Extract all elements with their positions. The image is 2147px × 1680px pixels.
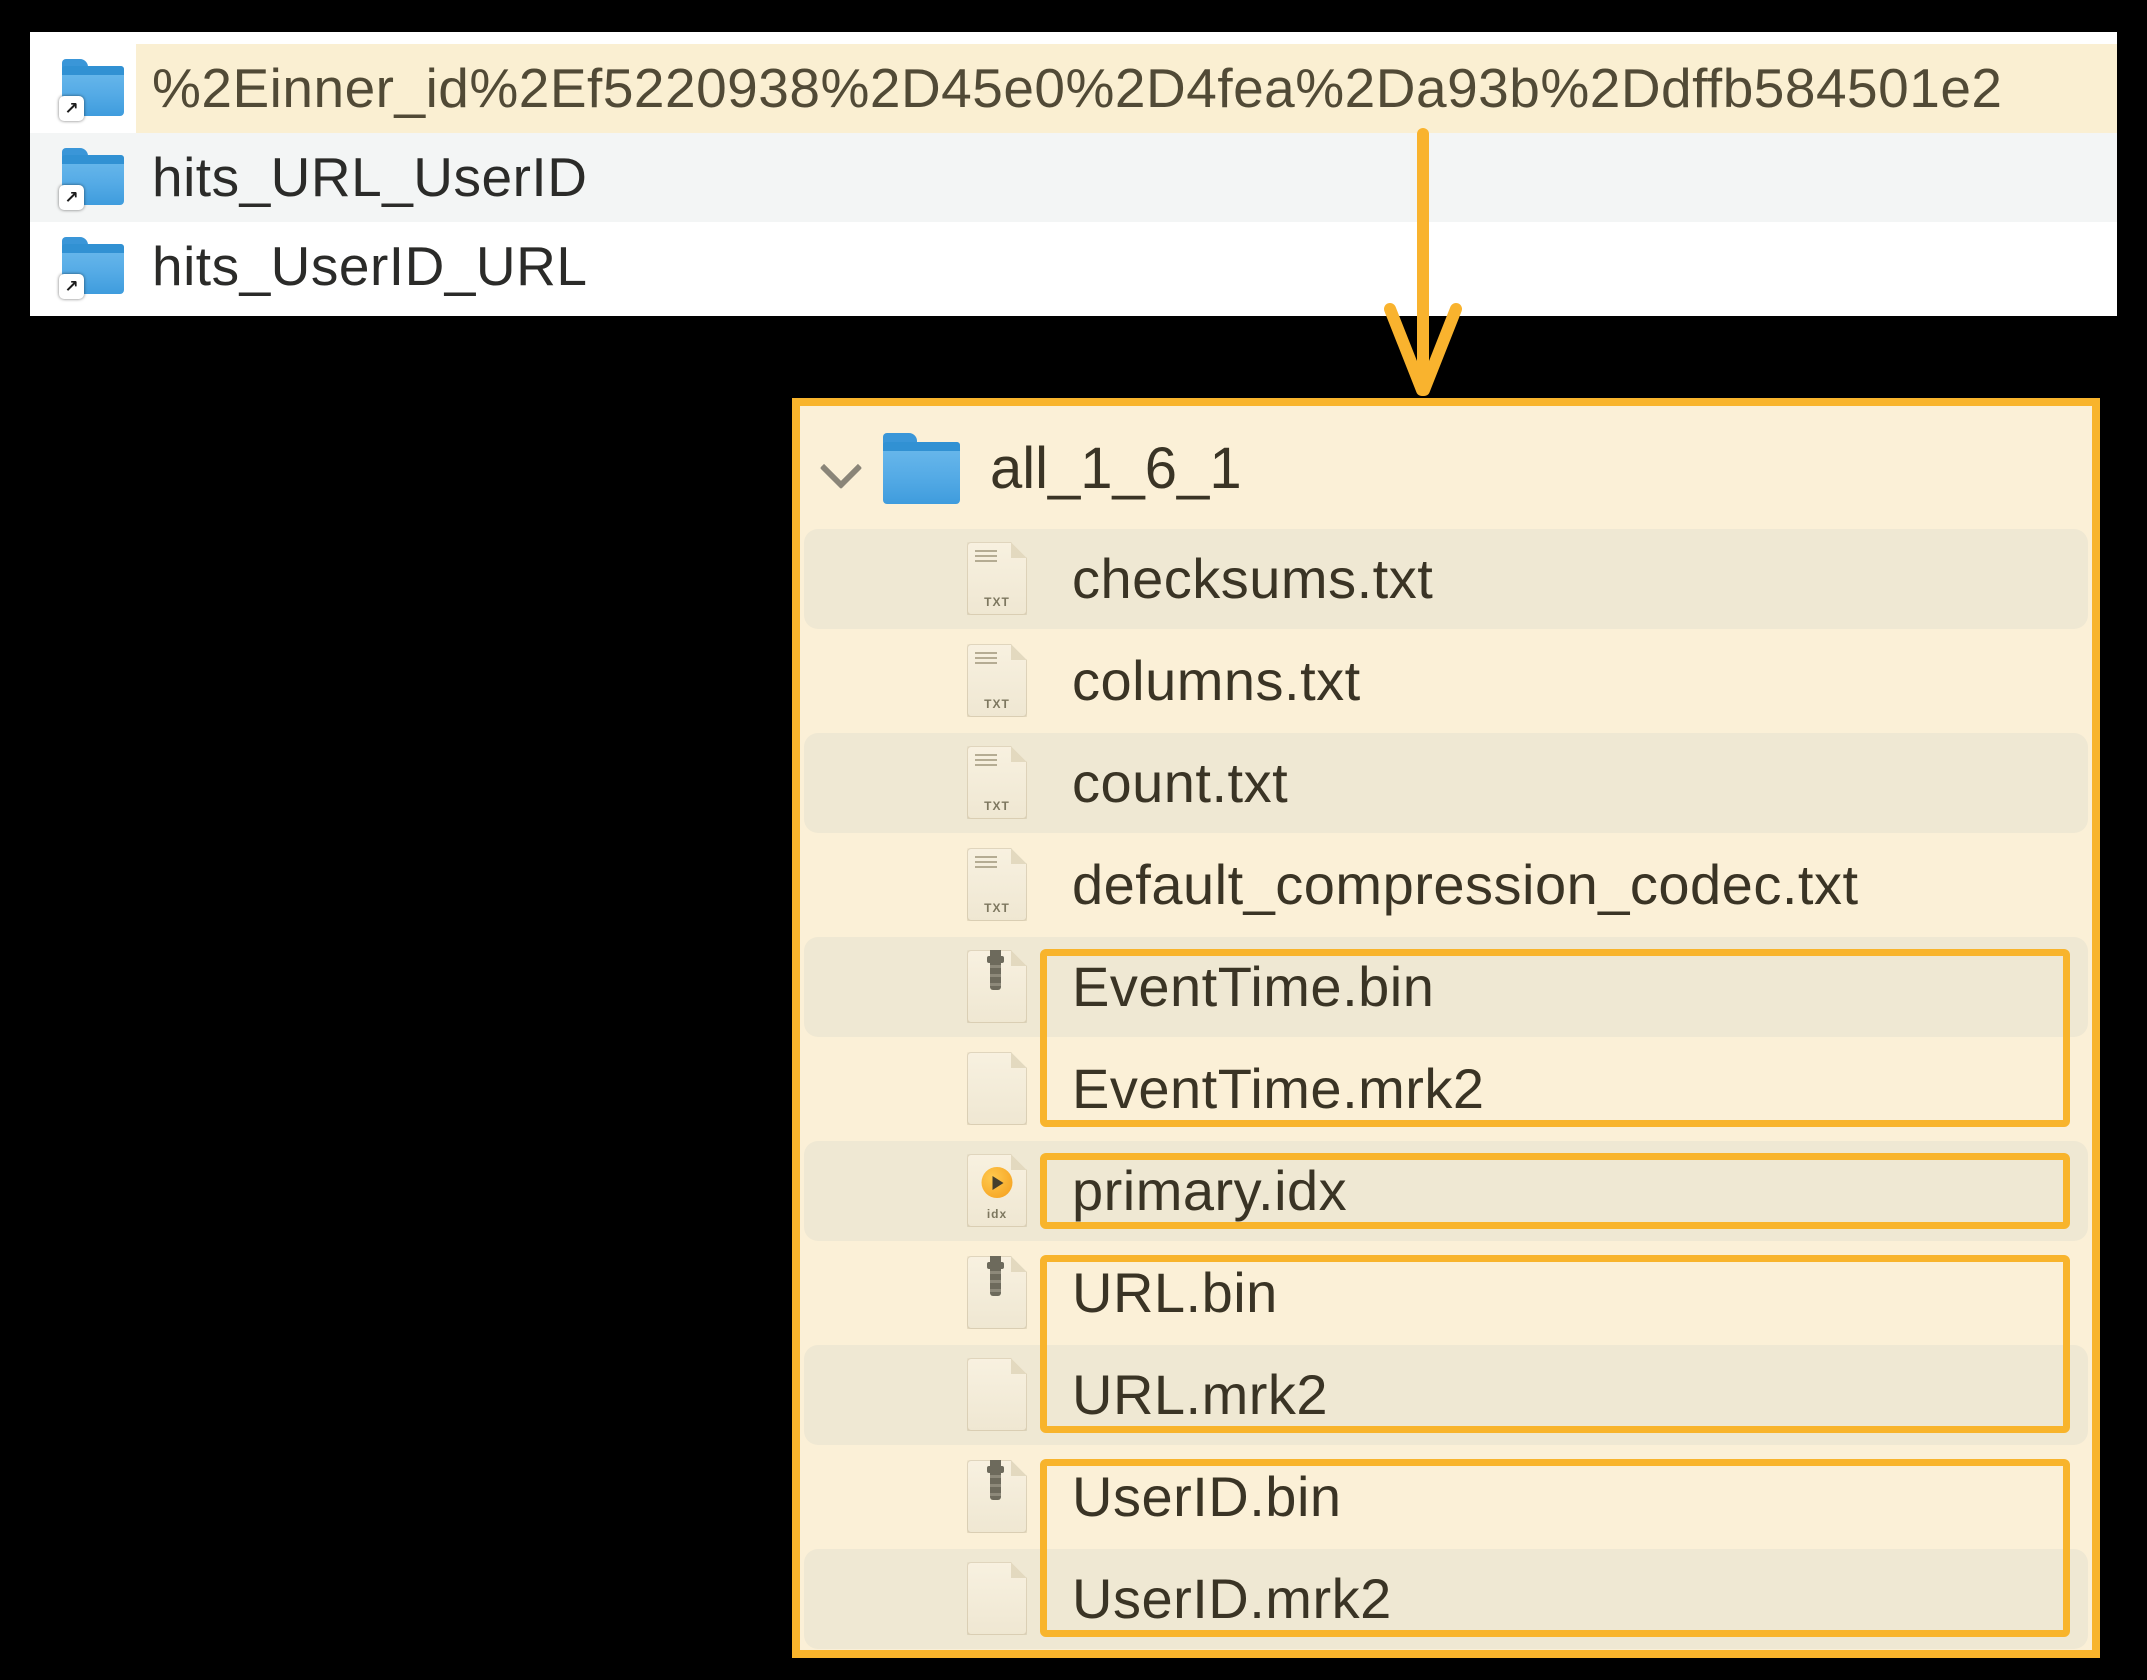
folder-icon — [59, 59, 124, 121]
file-name-label: EventTime.mrk2 — [1072, 1057, 1485, 1120]
text-lines-glyph — [975, 754, 997, 769]
alias-arrow-icon — [59, 96, 84, 121]
annotation-highlight-box — [1040, 1153, 2070, 1229]
finder-item-label: %2Einner_id%2Ef5220938%2D45e0%2D4fea%2Da… — [152, 57, 2003, 119]
tree-row[interactable]: TXT default_compression_codec.txt — [800, 834, 2092, 936]
tree-row[interactable]: UserID.bin — [800, 1446, 2092, 1548]
blank-file-icon — [967, 1562, 1027, 1635]
annotation-highlight-box — [1040, 949, 2070, 1127]
annotation-highlight-box — [1040, 1459, 2070, 1637]
finder-row[interactable]: hits_URL_UserID — [30, 133, 2117, 222]
play-dot-glyph — [981, 1167, 1013, 1198]
file-name-label: checksums.txt — [1072, 547, 1434, 610]
alias-arrow-icon — [59, 274, 84, 299]
finder-row[interactable]: %2Einner_id%2Ef5220938%2D45e0%2D4fea%2Da… — [30, 44, 2117, 133]
folder-icon — [883, 433, 960, 504]
txt-badge: TXT — [984, 901, 1010, 915]
binary-file-icon — [967, 950, 1027, 1023]
file-name-label: columns.txt — [1072, 649, 1361, 712]
index-file-icon: idx — [967, 1154, 1027, 1227]
txt-badge: TXT — [984, 799, 1010, 813]
text-file-icon: TXT — [967, 746, 1027, 819]
file-name-label: URL.mrk2 — [1072, 1363, 1329, 1426]
finder-item-label: hits_UserID_URL — [152, 235, 588, 297]
finder-row[interactable]: hits_UserID_URL — [30, 222, 2117, 311]
file-name-label: UserID.mrk2 — [1072, 1567, 1392, 1630]
tree-row[interactable]: URL.bin — [800, 1242, 2092, 1344]
chevron-down-icon[interactable] — [818, 449, 862, 489]
selected-row-highlight — [136, 44, 2117, 133]
root-folder-label: all_1_6_1 — [990, 436, 1242, 501]
zipper-glyph — [987, 1460, 1004, 1500]
tree-row[interactable]: TXT columns.txt — [800, 630, 2092, 732]
text-lines-glyph — [975, 550, 997, 565]
txt-badge: TXT — [984, 595, 1010, 609]
annotation-highlight-box — [1040, 1255, 2070, 1433]
txt-badge: TXT — [984, 697, 1010, 711]
text-file-icon: TXT — [967, 848, 1027, 921]
binary-file-icon — [967, 1460, 1027, 1533]
file-name-label: primary.idx — [1072, 1159, 1348, 1222]
file-name-label: EventTime.bin — [1072, 955, 1435, 1018]
tree-row[interactable]: TXT checksums.txt — [800, 528, 2092, 630]
folder-icon — [59, 237, 124, 299]
folder-icon — [59, 148, 124, 210]
finder-item-label: hits_URL_UserID — [152, 146, 588, 208]
text-lines-glyph — [975, 652, 997, 667]
text-lines-glyph — [975, 856, 997, 871]
binary-file-icon — [967, 1256, 1027, 1329]
tree-row-root-folder[interactable]: all_1_6_1 — [800, 410, 2092, 528]
file-name-label: default_compression_codec.txt — [1072, 853, 1859, 916]
file-name-label: URL.bin — [1072, 1261, 1278, 1324]
file-name-label: count.txt — [1072, 751, 1289, 814]
file-name-label: UserID.bin — [1072, 1465, 1342, 1528]
text-file-icon: TXT — [967, 542, 1027, 615]
finder-list-panel: %2Einner_id%2Ef5220938%2D45e0%2D4fea%2Da… — [30, 32, 2117, 316]
tree-row[interactable]: EventTime.mrk2 — [800, 1038, 2092, 1140]
zipper-glyph — [987, 950, 1004, 990]
blank-file-icon — [967, 1052, 1027, 1125]
blank-file-icon — [967, 1358, 1027, 1431]
tree-row[interactable]: TXT count.txt — [800, 732, 2092, 834]
zipper-glyph — [987, 1256, 1004, 1296]
alias-arrow-icon — [59, 185, 84, 210]
text-file-icon: TXT — [967, 644, 1027, 717]
idx-badge: idx — [986, 1207, 1008, 1221]
